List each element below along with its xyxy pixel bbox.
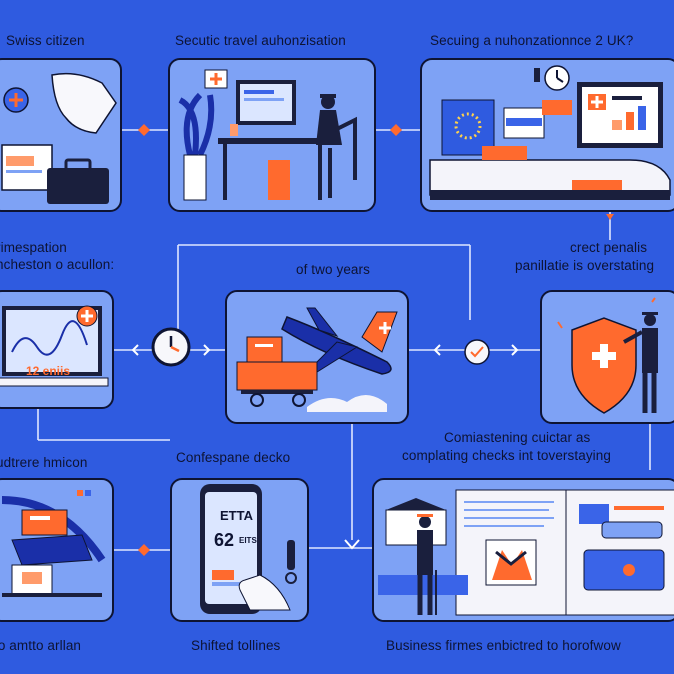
hand-briefcase-illustration [1, 72, 117, 204]
label-shifted: Shifted tollines [191, 638, 281, 653]
label-timespation: rimespation [0, 240, 67, 255]
label-comiastening: Comiastening cuictar as [444, 430, 591, 445]
label-swiss-citizen: Swiss citizen [6, 33, 85, 48]
documents-illustration [378, 489, 674, 616]
label-panilatie: panillatie is overstating [515, 258, 655, 273]
label-amtto: to amtto arllan [0, 638, 82, 653]
card-checks [372, 478, 674, 622]
devices-illustration [429, 65, 671, 200]
label-secutic-travel: Secutic travel auhonzisation [175, 33, 346, 48]
card-secutic-travel [168, 58, 376, 212]
label-confespane: Confespane decko [176, 450, 291, 465]
label-two-years: of two years [296, 262, 370, 277]
card-secuing-auth [420, 58, 674, 212]
card-swiss-citizen [0, 58, 122, 212]
laptop-screen-text: 12 eniis [26, 364, 71, 378]
label-complating: complating checks int toverstaying [402, 448, 611, 463]
phone-number: 62 [214, 530, 235, 550]
card-timespation: 12 eniis [0, 290, 114, 409]
airplane-luggage-illustration [236, 307, 398, 412]
label-secuing-auth: Secuing a nuhonzationnce 2 UK? [430, 33, 634, 48]
check-icon [464, 339, 490, 365]
card-utrere [0, 478, 114, 622]
laptop-chart-illustration [0, 305, 109, 387]
label-utrere: udtrere hmicon [0, 455, 88, 470]
phone-unit: EITS [239, 536, 257, 545]
boarding-illustration [1, 490, 106, 597]
clock-icon [151, 327, 191, 367]
card-penalties [540, 290, 674, 424]
shield-illustration [557, 297, 658, 414]
card-two-years [225, 290, 409, 424]
label-business: Business firmes enbictred to horofwow [386, 638, 621, 653]
label-crect-penalis: crect penalis [570, 240, 648, 255]
phone-title: ETTA [220, 508, 253, 523]
phone-illustration [200, 484, 297, 614]
label-chesion: ncheston o acullon: [0, 257, 115, 272]
office-desk-illustration [178, 69, 357, 201]
card-confespane: ETTA 62 EITS [170, 478, 309, 622]
